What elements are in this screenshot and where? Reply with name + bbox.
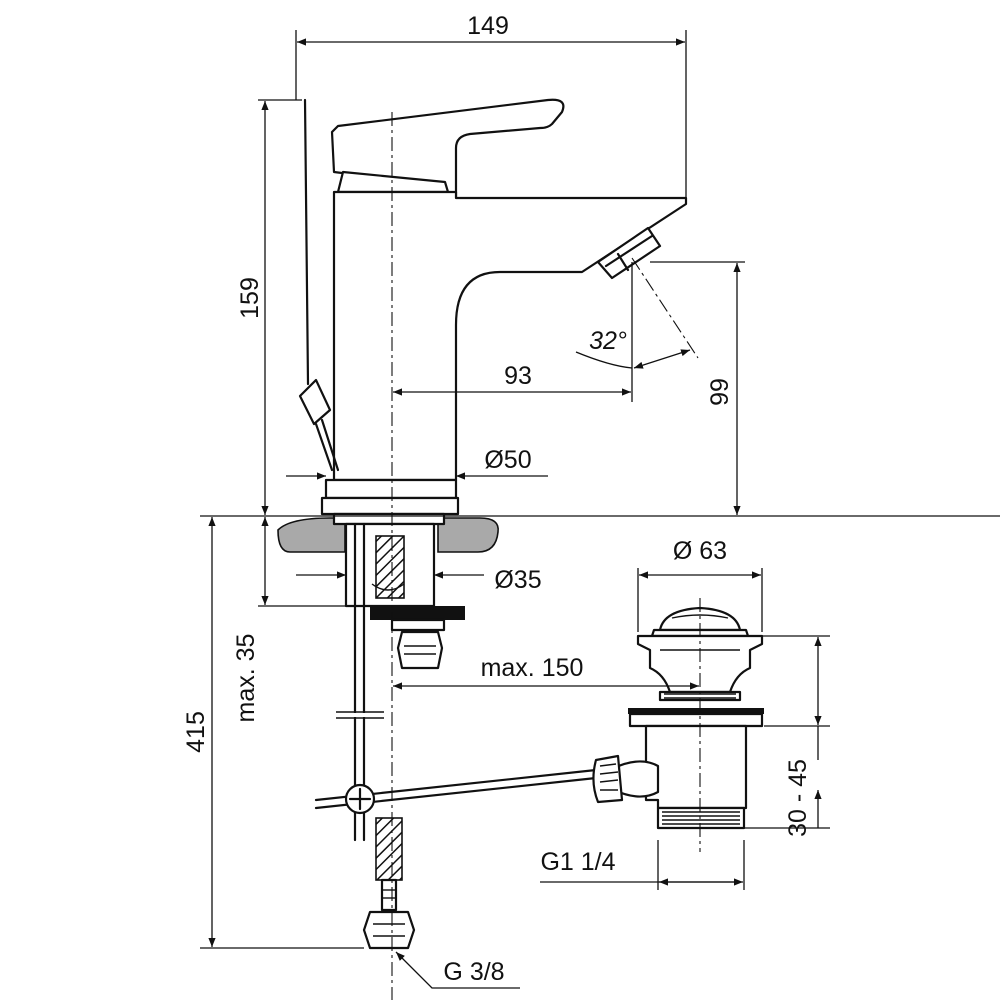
lever-handle	[330, 98, 565, 200]
label-99: 99	[706, 378, 734, 406]
label-shank-diameter: Ø35	[494, 566, 541, 594]
label-max-35: max. 35	[232, 634, 260, 723]
label-415: 415	[182, 711, 210, 753]
center-lines	[391, 112, 701, 1000]
base-flange	[324, 478, 458, 500]
popup-rod	[303, 98, 310, 386]
label-g-3-8: G 3/8	[443, 958, 504, 986]
fixing-nut	[396, 630, 444, 670]
label-30-45: 30 - 45	[784, 759, 812, 837]
angle-arc	[575, 351, 633, 369]
label-waste-diameter: Ø 63	[673, 537, 727, 565]
popup-knob	[298, 378, 332, 426]
waste-body	[644, 724, 748, 810]
hose-lower	[362, 817, 416, 950]
side-port-nut	[592, 754, 624, 804]
label-angle: 32°	[589, 327, 627, 355]
countertop	[277, 517, 499, 553]
dimension-lines	[208, 38, 822, 989]
connecting-rod	[314, 768, 598, 815]
label-159: 159	[236, 277, 264, 319]
label-max-150: max. 150	[481, 654, 584, 682]
faucet-body	[298, 98, 688, 526]
hose-nut	[362, 910, 416, 950]
fixing-plate	[370, 606, 465, 620]
label-g1-1-4: G1 1/4	[540, 848, 615, 876]
waste-valve	[592, 606, 764, 830]
aerator	[596, 226, 662, 280]
extension-lines	[200, 30, 1000, 949]
shank-assembly	[336, 522, 465, 842]
label-93: 93	[504, 362, 532, 390]
dimension-labels: 149 159 93 99 32° Ø50 Ø35 max. 35 415 Ø …	[182, 12, 812, 986]
label-body-diameter: Ø50	[484, 446, 531, 474]
label-149: 149	[467, 12, 509, 40]
